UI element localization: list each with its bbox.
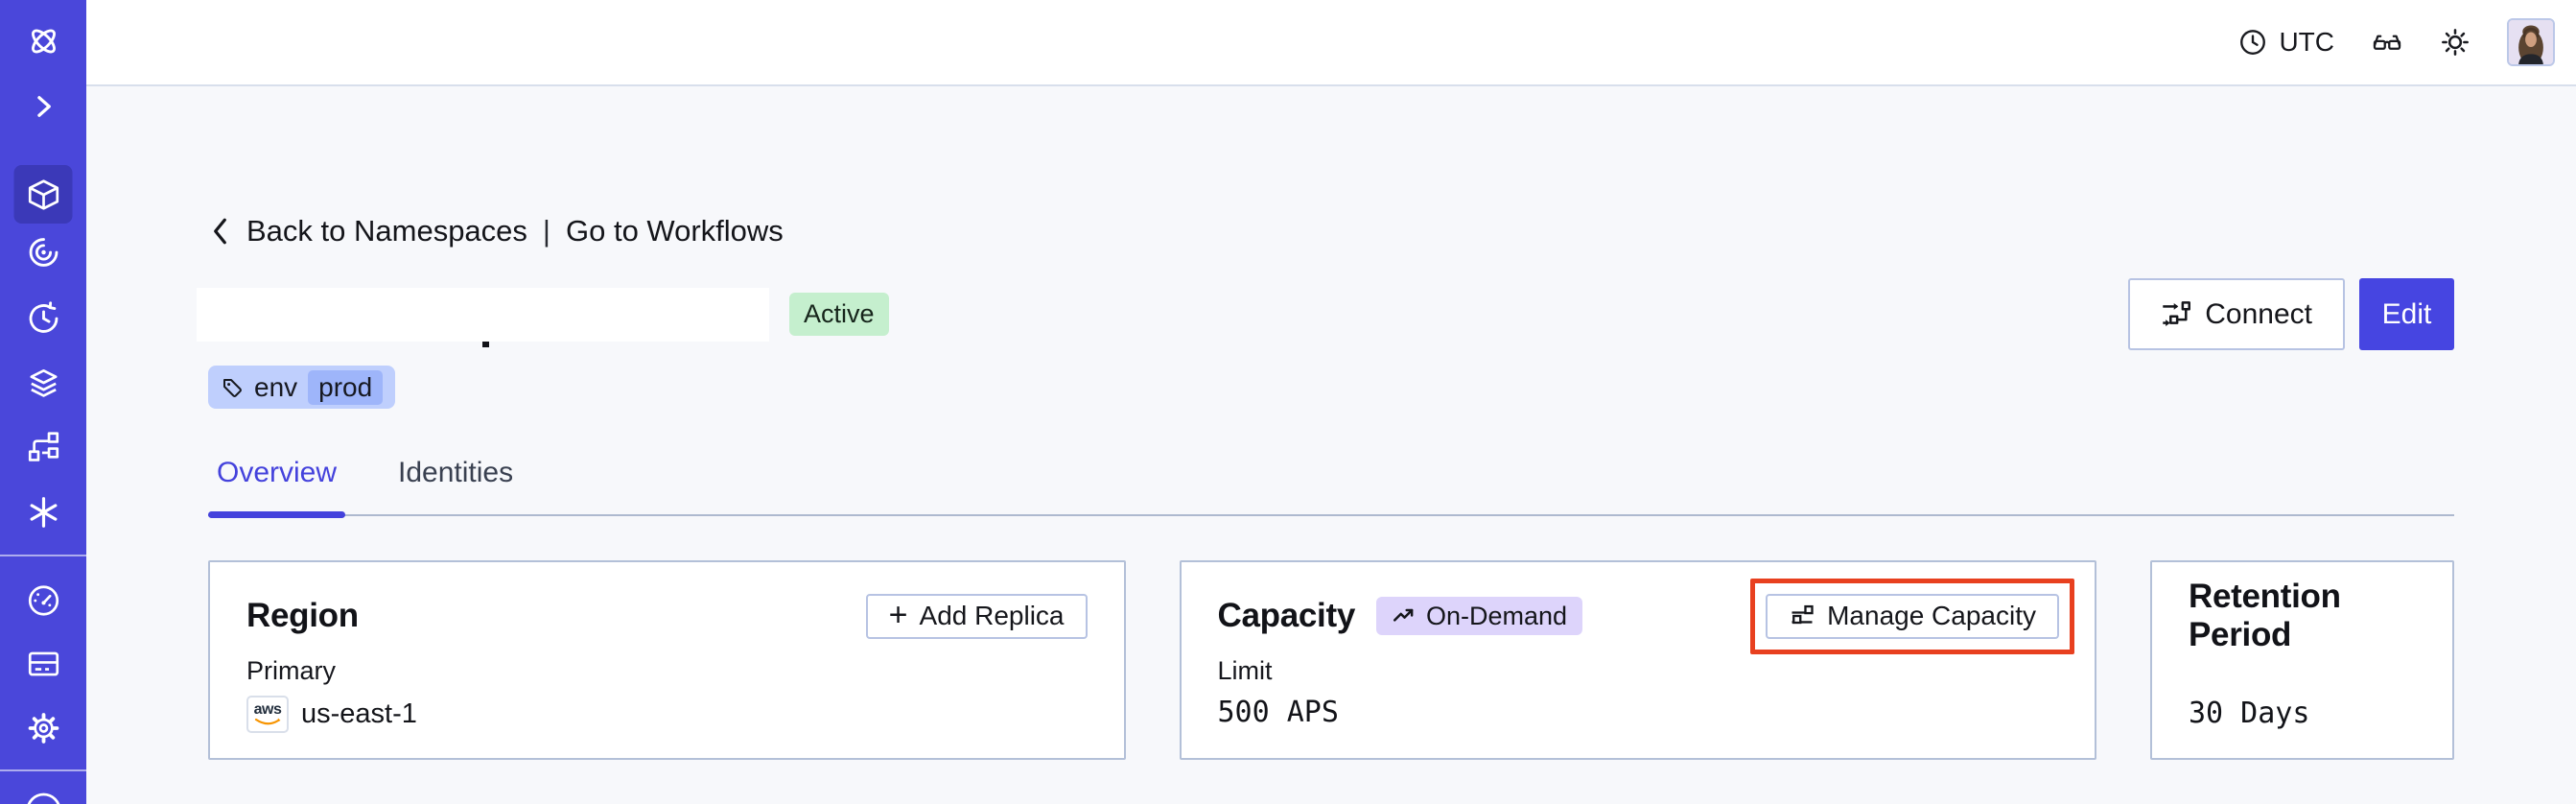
capacity-card: Capacity On-Demand — [1179, 560, 2096, 760]
user-avatar[interactable] — [2507, 18, 2555, 66]
namespace-title-row: Active Connect Edit — [197, 278, 2454, 350]
namespace-tag-chip[interactable]: env prod — [208, 366, 396, 409]
temporal-logo-icon[interactable] — [14, 12, 73, 70]
trending-up-icon — [1393, 608, 1414, 622]
tag-icon — [223, 378, 242, 397]
workflows-eye-icon — [29, 237, 58, 267]
sun-icon — [2442, 29, 2469, 56]
connect-button[interactable]: Connect — [2128, 278, 2345, 350]
sidebar-item-billing[interactable] — [14, 634, 73, 693]
sliders-icon — [1791, 604, 1814, 625]
edit-button-label: Edit — [2381, 297, 2432, 330]
aws-logo-text: aws — [253, 701, 282, 718]
clock-icon — [2240, 30, 2266, 55]
breadcrumb: Back to Namespaces | Go to Workflows — [210, 214, 2454, 248]
tag-value: prod — [308, 369, 384, 405]
manage-capacity-highlight: Manage Capacity — [1750, 578, 2074, 654]
labs-glasses-button[interactable] — [2371, 26, 2403, 59]
retention-card: Retention Period 30 Days — [2150, 560, 2454, 760]
sidebar-expand-chevron-icon[interactable] — [14, 77, 73, 135]
topbar: UTC — [86, 0, 2576, 86]
region-value: us-east-1 — [301, 698, 417, 729]
retention-card-title: Retention Period — [2189, 578, 2341, 653]
namespaces-cube-icon — [28, 178, 59, 210]
schedules-clock-icon — [29, 300, 58, 333]
aws-smile-icon — [254, 718, 281, 725]
sidebar-divider — [0, 769, 86, 771]
status-badge: Active — [789, 293, 889, 336]
timezone-selector[interactable]: UTC — [2238, 27, 2334, 58]
sidebar-item-workflows[interactable] — [14, 223, 73, 281]
usage-gauge-icon — [28, 584, 59, 616]
sidebar-item-namespaces[interactable] — [13, 165, 73, 224]
back-to-namespaces-link[interactable]: Back to Namespaces — [246, 214, 527, 248]
glasses-icon — [2373, 35, 2401, 50]
on-demand-badge-label: On-Demand — [1426, 601, 1568, 630]
capacity-card-title: Capacity — [1217, 597, 1356, 634]
sidebar-item-batch-operations[interactable] — [14, 417, 73, 476]
edit-button[interactable]: Edit — [2359, 278, 2454, 350]
chevron-left-icon[interactable] — [210, 216, 231, 247]
manage-capacity-button[interactable]: Manage Capacity — [1766, 593, 2059, 639]
tag-key: env — [254, 371, 298, 402]
settings-gear-icon — [28, 712, 59, 744]
go-to-workflows-link[interactable]: Go to Workflows — [565, 214, 784, 248]
deployments-layers-icon — [29, 368, 58, 397]
sidebar-item-schedules[interactable] — [14, 289, 73, 347]
summary-cards: Region + Add Replica Primary aws — [208, 560, 2454, 760]
add-replica-label: Add Replica — [919, 601, 1065, 630]
billing-card-icon — [28, 651, 59, 675]
sidebar-item-account[interactable] — [14, 785, 73, 804]
nexus-asterisk-icon — [30, 496, 57, 528]
capacity-value: 500 APS — [1217, 696, 1339, 729]
tab-bar: Overview Identities — [208, 457, 2454, 518]
sidebar-item-usage[interactable] — [14, 571, 73, 629]
batch-branch-icon — [28, 431, 59, 461]
manage-capacity-label: Manage Capacity — [1827, 601, 2036, 630]
retention-value: 30 Days — [2189, 697, 2310, 730]
sidebar-item-deployments[interactable] — [14, 353, 73, 412]
sidebar — [0, 0, 86, 804]
connect-flow-icon — [2163, 300, 2191, 326]
timezone-label: UTC — [2279, 27, 2334, 57]
tag-row: env prod — [208, 366, 2454, 409]
sidebar-divider — [0, 555, 86, 556]
aws-logo-chip: aws — [246, 696, 289, 733]
on-demand-badge: On-Demand — [1376, 597, 1583, 635]
main-content: Back to Namespaces | Go to Workflows Act… — [86, 88, 2576, 804]
add-replica-button[interactable]: + Add Replica — [865, 593, 1088, 639]
theme-toggle-button[interactable] — [2440, 27, 2471, 58]
redaction-artifact-dot — [482, 341, 489, 347]
sidebar-item-nexus[interactable] — [14, 483, 73, 541]
region-primary-label: Primary — [246, 656, 336, 685]
connect-button-label: Connect — [2205, 297, 2312, 330]
tab-overview[interactable]: Overview — [208, 457, 346, 518]
breadcrumb-separator: | — [542, 214, 550, 248]
sidebar-item-settings[interactable] — [14, 698, 73, 757]
plus-icon: + — [888, 596, 908, 633]
region-card: Region + Add Replica Primary aws — [208, 560, 1126, 760]
tab-identities[interactable]: Identities — [398, 457, 514, 488]
account-circle-icon — [27, 792, 59, 804]
capacity-limit-label: Limit — [1217, 656, 1273, 685]
title-actions: Connect Edit — [2128, 278, 2454, 350]
namespace-name-redacted — [197, 287, 769, 347]
avatar-photo — [2509, 20, 2553, 64]
region-card-title: Region — [246, 597, 359, 634]
